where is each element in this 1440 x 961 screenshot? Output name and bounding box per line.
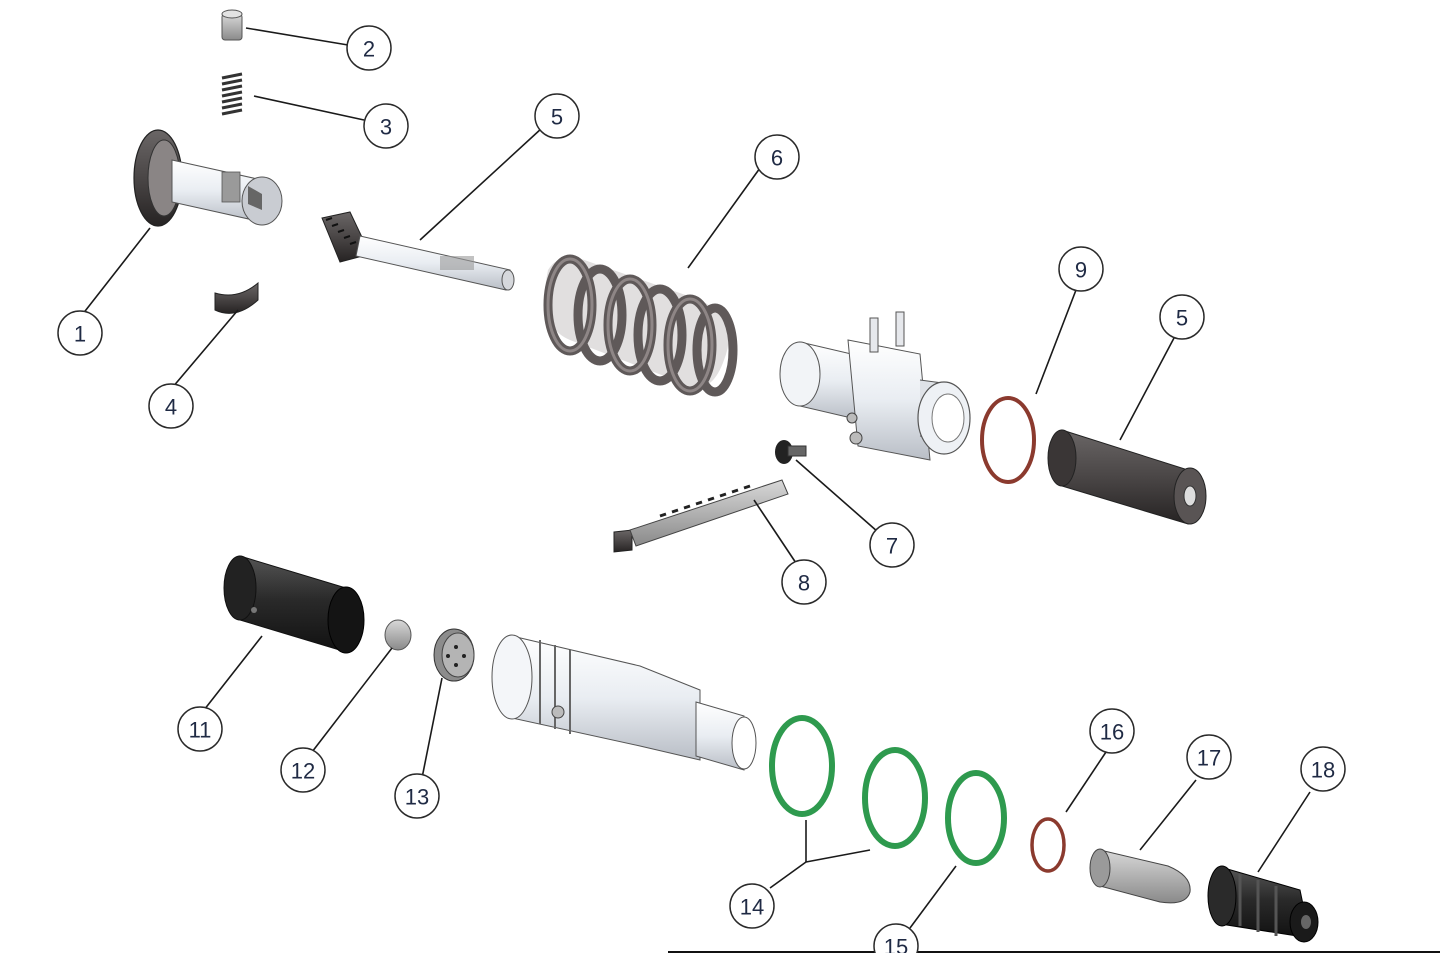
callout-2: 2 — [346, 25, 392, 71]
part-upper-body — [779, 311, 971, 461]
callout-7: 7 — [869, 522, 915, 568]
callout-14: 14 — [729, 883, 775, 929]
callout-1-label: 1 — [74, 322, 86, 347]
part-black-sleeve — [223, 555, 365, 654]
part-control-rack — [613, 479, 789, 553]
callout-6: 6 — [754, 134, 800, 180]
callout-3: 3 — [363, 103, 409, 149]
callout-16-label: 16 — [1100, 720, 1124, 745]
callout-6-label: 6 — [771, 146, 783, 171]
callout-13-label: 13 — [405, 785, 429, 810]
callout-3-label: 3 — [380, 115, 392, 140]
callout-5-top-label: 5 — [551, 105, 563, 130]
part-green-o-ring-1 — [769, 715, 835, 817]
crop-mask — [860, 953, 940, 956]
part-nozzle-tip — [1089, 848, 1191, 904]
callout-12-label: 12 — [291, 759, 315, 784]
callout-1: 1 — [57, 310, 103, 356]
part-green-o-ring-2 — [862, 747, 928, 849]
part-pin — [221, 9, 243, 41]
part-cap-nut — [1207, 865, 1319, 943]
part-red-o-ring — [980, 396, 1036, 484]
part-green-o-ring-3 — [945, 770, 1007, 866]
callout-18-label: 18 — [1311, 758, 1335, 783]
callout-8-label: 8 — [798, 571, 810, 596]
callout-17-label: 17 — [1197, 746, 1221, 771]
callout-4: 4 — [148, 383, 194, 429]
callout-5-right: 5 — [1159, 294, 1205, 340]
part-main-spring — [543, 254, 738, 397]
callout-5-top: 5 — [534, 93, 580, 139]
callout-7-label: 7 — [886, 534, 898, 559]
part-small-red-o-ring — [1030, 817, 1066, 873]
part-half-collet — [214, 281, 259, 314]
part-small-screw — [775, 440, 807, 464]
callout-9-label: 9 — [1075, 258, 1087, 283]
callout-18: 18 — [1300, 746, 1346, 792]
part-dark-cylinder — [1047, 429, 1207, 525]
callout-17: 17 — [1186, 734, 1232, 780]
callout-16: 16 — [1089, 708, 1135, 754]
callout-13: 13 — [394, 773, 440, 819]
callout-8: 8 — [781, 559, 827, 605]
callout-15: 15 — [873, 923, 919, 961]
part-disc — [384, 619, 412, 651]
callout-4-label: 4 — [165, 395, 177, 420]
callout-5-right-label: 5 — [1176, 306, 1188, 331]
callout-11-label: 11 — [189, 718, 212, 743]
part-nozzle-body — [491, 634, 757, 771]
callout-12: 12 — [280, 747, 326, 793]
leader-lines — [81, 27, 1311, 929]
part-perforated-disc — [433, 628, 475, 682]
callout-15-label: 15 — [884, 935, 908, 957]
callout-14-label: 14 — [740, 895, 764, 920]
part-small-spring — [221, 72, 243, 116]
part-flanged-sleeve — [133, 129, 283, 227]
callout-2-label: 2 — [363, 37, 375, 62]
callout-11: 11 — [177, 706, 223, 752]
callout-9: 9 — [1058, 246, 1104, 292]
part-plunger-shaft — [321, 211, 515, 291]
